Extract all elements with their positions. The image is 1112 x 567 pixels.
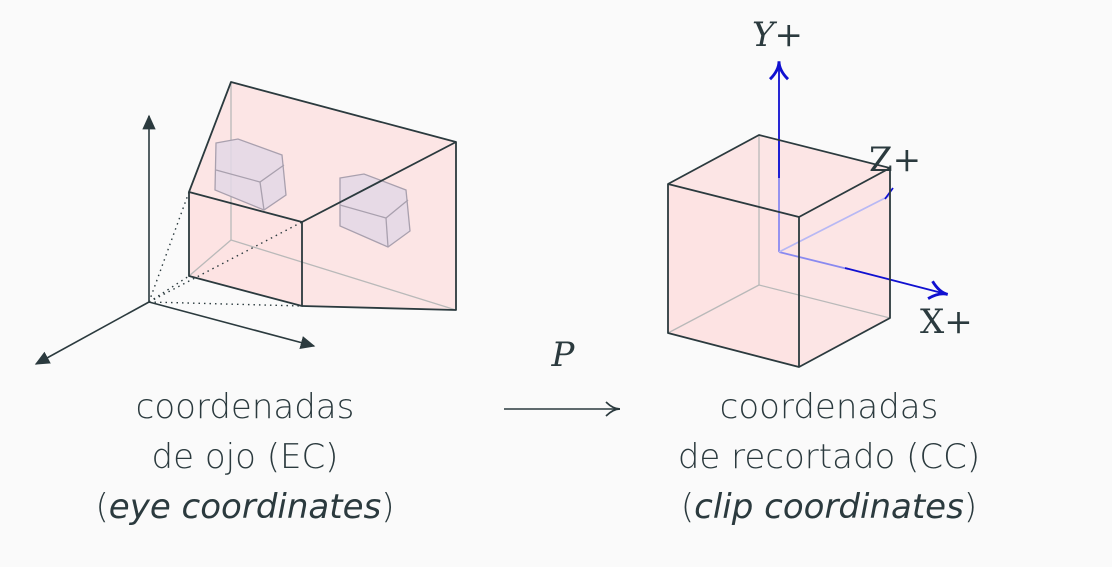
eye-caption-italic: eye coordinates bbox=[108, 487, 382, 527]
cube-hidden-edges bbox=[667, 135, 891, 334]
eye-coordinates-caption: coordenadas de ojo (EC) (eye coordinates… bbox=[60, 382, 430, 532]
clip-axis-x bbox=[844, 267, 949, 300]
axis-x-label: X+ bbox=[920, 302, 973, 342]
object-near bbox=[214, 138, 287, 211]
eye-axis-z bbox=[34, 301, 150, 365]
projection-transform: P bbox=[504, 335, 621, 417]
clip-coordinates-figure: Y+ Z+ X+ bbox=[667, 15, 973, 368]
eye-axis-x bbox=[148, 301, 316, 350]
clip-caption-italic: clip coordinates bbox=[694, 487, 964, 527]
cube-front-face bbox=[668, 184, 799, 367]
clip-axis-z bbox=[884, 187, 894, 200]
frustum-edges bbox=[188, 81, 457, 311]
eye-coordinates-figure bbox=[34, 81, 457, 365]
clip-axis-z-inner bbox=[778, 195, 890, 253]
eye-caption-line2: de ojo (EC) bbox=[151, 437, 339, 477]
clip-axis-x-inner bbox=[778, 251, 849, 270]
clip-caption-line3: (clip coordinates) bbox=[680, 487, 978, 527]
clip-axes bbox=[768, 61, 949, 300]
projection-label: P bbox=[551, 335, 576, 375]
axis-y-label: Y+ bbox=[752, 15, 803, 55]
axis-z-label: Z+ bbox=[869, 140, 921, 180]
clip-caption-line1: coordenadas bbox=[719, 387, 939, 427]
clip-coordinates-caption: coordenadas de recortado (CC) (clip coor… bbox=[634, 382, 1024, 532]
clip-caption-line2: de recortado (CC) bbox=[677, 437, 981, 477]
cube-edges bbox=[667, 134, 891, 368]
eye-rays bbox=[148, 191, 303, 307]
frustum-near-plane bbox=[189, 192, 302, 306]
eye-caption-line1: coordenadas bbox=[135, 387, 355, 427]
eye-caption-line3: (eye coordinates) bbox=[95, 487, 395, 527]
